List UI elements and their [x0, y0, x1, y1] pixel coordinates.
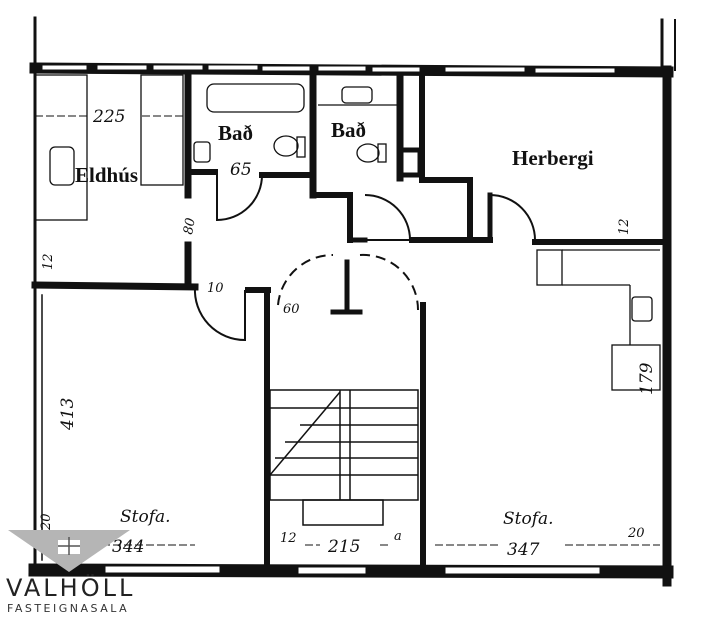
room-label-bath-2: Bað	[331, 118, 366, 142]
valholl-logo: VALHÖLL FASTEIGNASALA	[6, 530, 135, 615]
dim-kitchen-side: 12	[41, 253, 56, 270]
dim-hall-door: 10	[207, 281, 224, 296]
dim-bedroom-side: 12	[617, 218, 632, 235]
room-label-kitchen: Eldhús	[75, 163, 138, 187]
room-label-living-right: Stofa.	[503, 509, 554, 529]
dim-left-side: 20	[39, 513, 54, 531]
dimension-lines	[35, 115, 660, 546]
dim-kitchen-width: 225	[92, 107, 125, 127]
fixtures	[34, 74, 661, 391]
dim-stair-door: 60	[283, 302, 300, 317]
room-label-living-left: Stofa.	[120, 507, 171, 527]
dim-bath-door: 65	[230, 160, 252, 180]
dim-stair-width: 215	[327, 537, 360, 557]
room-label-bedroom: Herbergi	[512, 146, 594, 170]
dim-hall-wall: 80	[181, 217, 199, 236]
dim-left-width: 344	[112, 537, 144, 557]
logo-name: VALHÖLL	[6, 573, 135, 602]
staircase	[269, 389, 419, 526]
dim-right-side: 20	[627, 526, 645, 541]
dim-stair-right: a	[394, 529, 402, 544]
dim-right-height: 179	[637, 362, 657, 395]
dim-left-height: 413	[58, 398, 78, 431]
dim-stair-left: 12	[280, 531, 297, 546]
dim-right-width: 347	[507, 540, 540, 560]
windows	[41, 64, 616, 575]
door-swings	[193, 174, 536, 342]
room-label-bath-1: Bað	[218, 121, 253, 145]
logo-subtitle: FASTEIGNASALA	[7, 602, 129, 615]
